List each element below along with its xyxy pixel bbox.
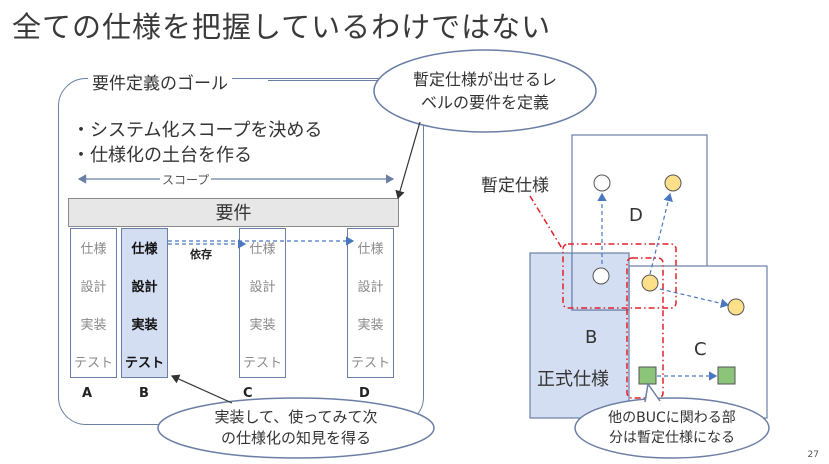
cell-test: テスト [124,356,164,371]
top-callout-line-1: 暫定仕様が出せるレ [412,70,557,89]
provisional-pointer [529,195,564,251]
top-callout-bubble [373,49,597,133]
column-label-a: A [82,386,93,401]
column-label-c: C [243,386,253,401]
bullet-foundation: ・仕様化の土台を作る [72,145,252,166]
goal-frame-top-line [268,80,398,81]
node-b-square [638,366,657,385]
right-callout-tail [644,382,661,403]
cell-impl: 実装 [80,318,107,333]
column-b: 仕様 設計 実装 テスト [121,228,168,378]
node-b-white [592,267,610,285]
bottom-callout-text: 実装して、使ってみて次 の仕様化の知見を得る [178,407,414,449]
cell-test: テスト [350,356,390,371]
provisional-region-c [626,257,664,399]
bottom-callout-bubble [157,397,435,459]
bottom-callout-line-2: の仕様化の知見を得る [220,429,371,447]
column-label-b: B [139,386,149,401]
column-a: 仕様 設計 実装 テスト [70,228,117,378]
top-callout-text: 暫定仕様が出せるレ ベルの要件を定義 [392,68,578,114]
slide-title: 全ての仕様を把握しているわけではない [12,10,552,44]
column-label-d: D [359,386,370,401]
node-d-white [593,174,611,192]
cell-impl: 実装 [249,318,276,333]
provisional-region-d [562,243,677,309]
dependency-label: 依存 [190,248,212,261]
cell-spec: 仕様 [131,242,158,257]
right-callout-line-2: 分は暫定仕様になる [609,430,735,446]
top-callout-line-2: ベルの要件を定義 [420,93,549,112]
cell-spec: 仕様 [80,242,107,257]
right-callout-bubble [574,397,770,459]
cell-impl: 実装 [357,318,384,333]
formal-spec-label: 正式仕様 [537,369,609,390]
arrow-to-c-yellow [659,288,730,309]
right-callout-line-1: 他のBUCに関わる部 [608,410,736,426]
node-b-yellow [641,274,659,292]
bottom-callout-pointer [170,374,233,404]
column-d: 仕様 設計 実装 テスト [347,228,394,378]
node-c-square [717,366,736,385]
cell-design: 設計 [80,280,107,295]
box-d-label: D [629,205,643,226]
bullet-scope: ・システム化スコープを決める [72,120,323,141]
cell-design: 設計 [357,280,384,295]
scope-label: スコープ [160,171,212,188]
cell-spec: 仕様 [249,242,276,257]
cell-design: 設計 [249,280,276,295]
node-d-yellow [664,174,682,192]
box-b-label: B [585,327,598,348]
node-c-yellow [727,298,745,316]
bottom-callout-line-1: 実装して、使ってみて次 [214,408,378,426]
box-c-label: C [694,339,707,360]
cell-impl: 実装 [131,318,158,333]
cell-design: 設計 [131,280,158,295]
top-callout-pointer [395,121,421,200]
goal-label: 要件定義のゴール [88,69,232,94]
column-c: 仕様 設計 実装 テスト [239,228,286,378]
cell-test: テスト [73,356,113,371]
provisional-spec-label: 暫定仕様 [481,176,549,196]
scope-arrow [77,174,395,184]
cell-spec: 仕様 [357,242,384,257]
right-callout-text: 他のBUCに関わる部 分は暫定仕様になる [588,408,756,448]
requirements-bar: 要件 [68,198,399,227]
cell-test: テスト [242,356,282,371]
page-number: 27 [807,450,819,460]
